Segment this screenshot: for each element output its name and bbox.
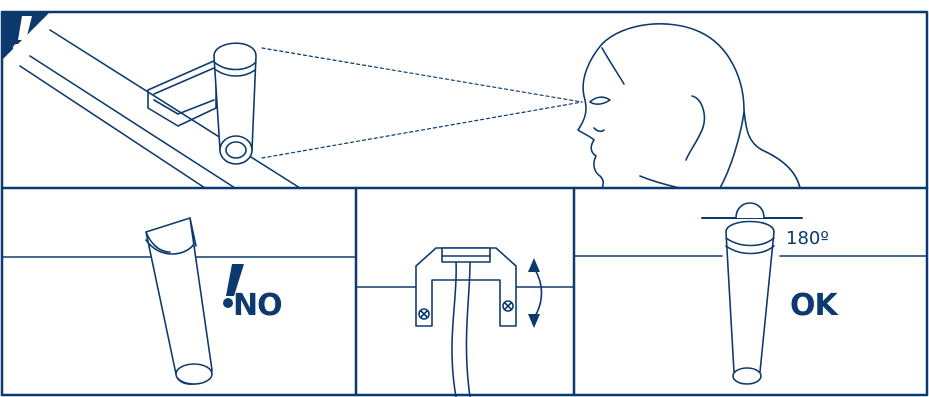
ok-label: OK xyxy=(790,288,838,323)
bracket-front-view xyxy=(415,247,517,327)
sensor-tilted xyxy=(145,217,213,385)
ceiling-beam xyxy=(19,29,301,189)
detection-field-lines xyxy=(261,47,583,159)
person-head-profile xyxy=(577,23,801,189)
outer-frame xyxy=(0,10,929,397)
exclamation-icon xyxy=(223,264,244,308)
no-label: NO xyxy=(233,288,283,323)
mounting-bracket xyxy=(147,59,217,127)
rotate-arrows-icon xyxy=(528,258,543,328)
exclamation-warning-icon xyxy=(2,12,50,60)
angle-label: 180º xyxy=(786,228,829,249)
sensor-upright xyxy=(725,202,775,385)
sensor-device xyxy=(213,42,257,165)
cable xyxy=(451,261,471,397)
